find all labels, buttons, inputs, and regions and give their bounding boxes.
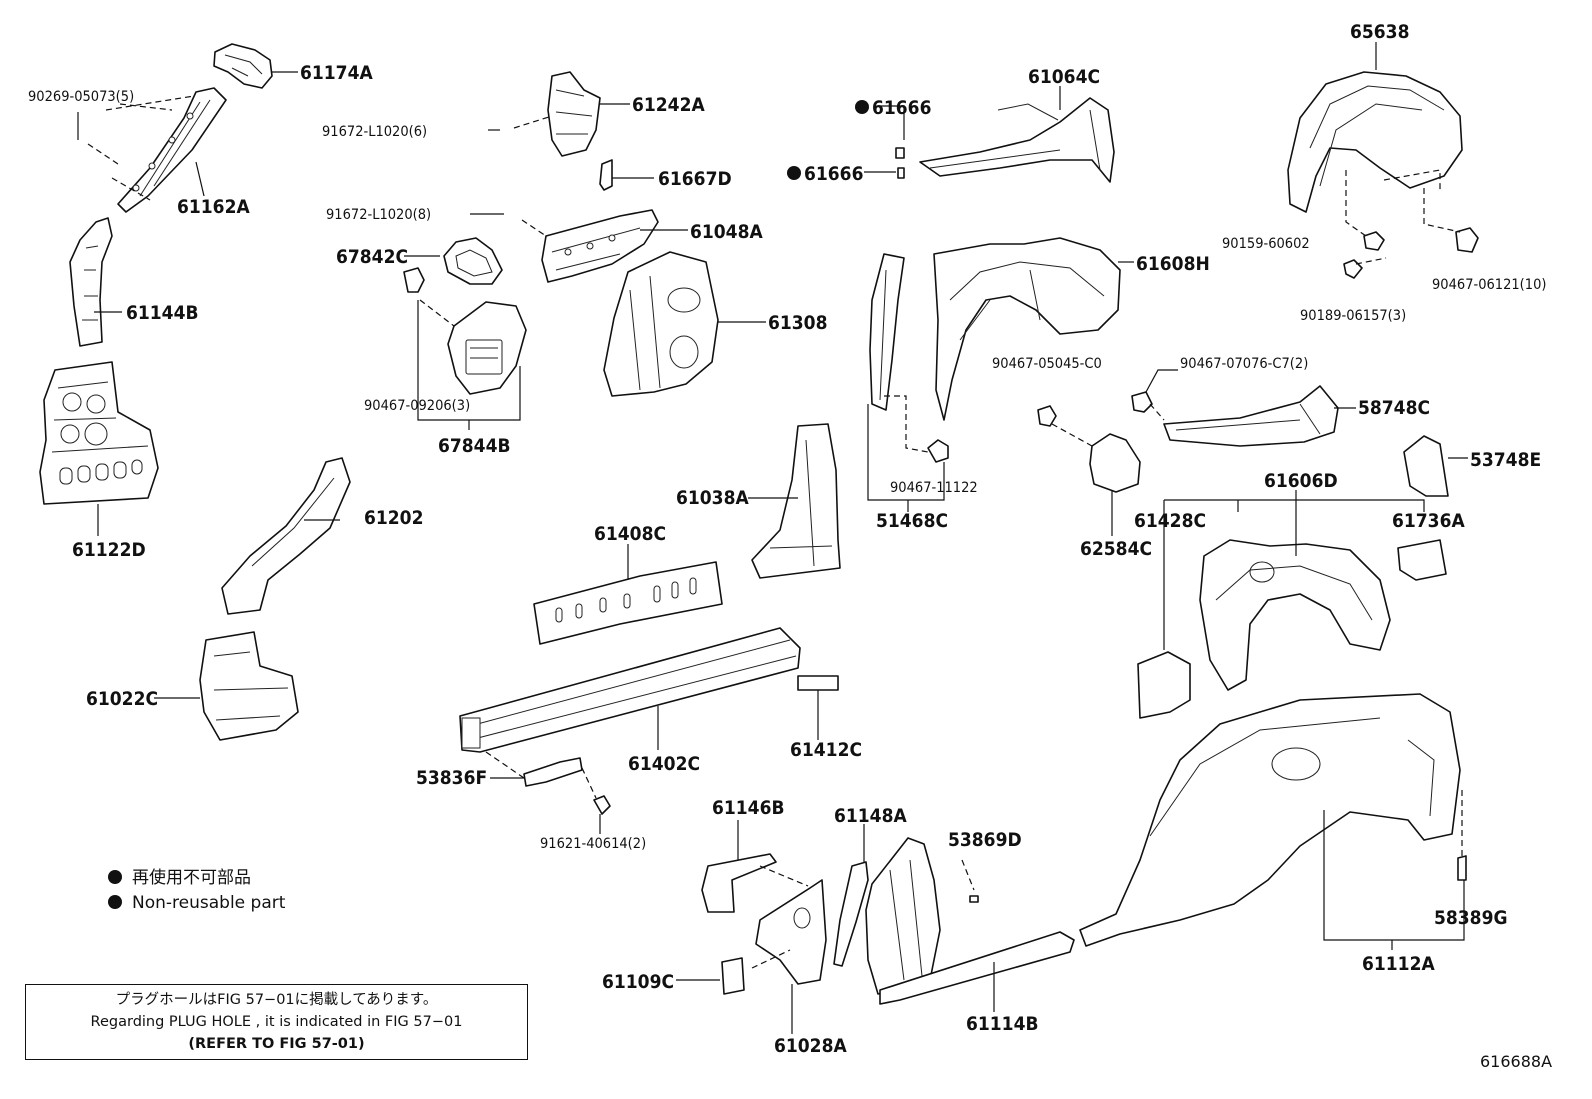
leader-lines <box>77 42 1468 1034</box>
label-61048A: 61048A <box>690 221 763 243</box>
label-61064C: 61064C <box>1028 66 1100 88</box>
bullet-icon <box>108 870 122 884</box>
fasteners-65638 <box>1343 227 1479 279</box>
label-61109C: 61109C <box>602 971 674 993</box>
part-62584C-shape <box>1037 405 1141 493</box>
label-61202: 61202 <box>364 507 423 529</box>
label-53836F: 53836F <box>416 767 487 789</box>
non-reusable-dot-61666-bottom <box>787 166 801 180</box>
label-90467-09206: 90467-09206(3) <box>364 398 470 414</box>
part-61666-shapes <box>895 147 905 179</box>
part-61402C-shape <box>459 627 801 753</box>
label-61408C: 61408C <box>594 523 666 545</box>
part-53836F-shape <box>523 757 611 815</box>
part-61412C-shape <box>797 675 839 691</box>
label-53869D: 53869D <box>948 829 1022 851</box>
label-61144B: 61144B <box>126 302 199 324</box>
part-61022C-shape <box>199 631 299 741</box>
label-58748C: 58748C <box>1358 397 1430 419</box>
label-61242A: 61242A <box>632 94 705 116</box>
part-61667D-shape <box>599 159 613 191</box>
label-61146B: 61146B <box>712 797 785 819</box>
label-61038A: 61038A <box>676 487 749 509</box>
label-61112A: 61112A <box>1362 953 1435 975</box>
label-61412C: 61412C <box>790 739 862 761</box>
part-61242A-shape <box>547 71 601 157</box>
part-61162A-shape <box>117 87 227 213</box>
label-90189-06157: 90189-06157(3) <box>1300 308 1406 324</box>
label-61308: 61308 <box>768 312 827 334</box>
part-67842C-shape <box>443 237 503 285</box>
label-61666-bottom: 61666 <box>804 163 863 185</box>
label-61667D: 61667D <box>658 168 732 190</box>
label-61736A: 61736A <box>1392 510 1465 532</box>
legend-row-en: Non-reusable part <box>108 891 285 916</box>
part-61308-shape <box>603 251 719 397</box>
part-61408C-shape <box>533 561 723 645</box>
label-91672-L1020-8: 91672-L1020(8) <box>326 207 431 223</box>
part-58748C-shape <box>1131 385 1339 447</box>
part-61174A-shape <box>213 43 273 89</box>
part-61428C-shape <box>1137 651 1191 719</box>
label-61428C: 61428C <box>1134 510 1206 532</box>
legend-text-ja: 再使用不可部品 <box>132 868 251 888</box>
bullet-icon <box>108 895 122 909</box>
label-61402C: 61402C <box>628 753 700 775</box>
label-61122D: 61122D <box>72 539 146 561</box>
part-53748E-shape <box>1403 435 1449 497</box>
part-61144B-shape <box>69 217 113 347</box>
part-61202-shape <box>221 457 351 615</box>
label-61028A: 61028A <box>774 1035 847 1057</box>
part-61146B-shape <box>701 853 777 913</box>
part-61028A-shape <box>755 879 827 985</box>
part-61736A-shape <box>1397 539 1447 581</box>
legend-text-en: Non-reusable part <box>132 893 286 913</box>
label-90269-05073: 90269-05073(5) <box>28 89 134 105</box>
label-61606D: 61606D <box>1264 470 1338 492</box>
part-61114B-shape <box>865 837 1075 1005</box>
label-90159-60602: 90159-60602 <box>1222 236 1310 252</box>
note-text-en: Regarding PLUG HOLE , it is indicated in… <box>90 1014 463 1030</box>
label-90467-05045: 90467-05045-C0 <box>992 356 1102 372</box>
part-65638-shape <box>1287 71 1463 213</box>
label-61174A: 61174A <box>300 62 373 84</box>
label-91621-40614: 91621-40614(2) <box>540 836 646 852</box>
legend-row-ja: 再使用不可部品 <box>108 866 285 891</box>
label-90467-11122: 90467-11122 <box>890 480 978 496</box>
part-61109C-shape <box>721 957 745 995</box>
label-61148A: 61148A <box>834 805 907 827</box>
label-91672-L1020-6: 91672-L1020(6) <box>322 124 427 140</box>
note-text-ja: プラグホールはFIG 57−01に掲載してあります。 <box>115 992 438 1008</box>
part-51468C-shape <box>869 253 949 463</box>
label-61022C: 61022C <box>86 688 158 710</box>
part-61148A-shape <box>833 861 869 967</box>
part-61048A-shape <box>541 209 659 283</box>
label-67844B: 67844B <box>438 435 511 457</box>
label-67842C: 67842C <box>336 246 408 268</box>
note-reference: (REFER TO FIG 57-01) <box>188 1036 365 1052</box>
label-53748E: 53748E <box>1470 449 1541 471</box>
label-62584C: 62584C <box>1080 538 1152 560</box>
legend: 再使用不可部品 Non-reusable part <box>108 866 285 916</box>
figure-code: 616688A <box>1480 1052 1553 1071</box>
part-61112A-shape <box>1079 693 1467 947</box>
part-61038A-shape <box>751 423 841 579</box>
label-61162A: 61162A <box>177 196 250 218</box>
part-67844B-shape <box>403 267 527 395</box>
label-90467-07076: 90467-07076-C7(2) <box>1180 356 1308 372</box>
label-90467-06121: 90467-06121(10) <box>1432 277 1546 293</box>
label-61666-top: 61666 <box>872 97 931 119</box>
label-51468C: 51468C <box>876 510 948 532</box>
part-61122D-shape <box>39 361 159 505</box>
plug-hole-note: プラグホールはFIG 57−01に掲載してあります。 Regarding PLU… <box>25 984 528 1060</box>
label-61114B: 61114B <box>966 1013 1039 1035</box>
label-61608H: 61608H <box>1136 253 1210 275</box>
non-reusable-dot-61666-top <box>855 100 869 114</box>
label-58389G: 58389G <box>1434 907 1508 929</box>
part-61608H-shape <box>933 237 1121 421</box>
part-61064C-shape <box>919 97 1115 183</box>
part-61606D-shape <box>1199 539 1391 691</box>
label-65638: 65638 <box>1350 21 1409 43</box>
